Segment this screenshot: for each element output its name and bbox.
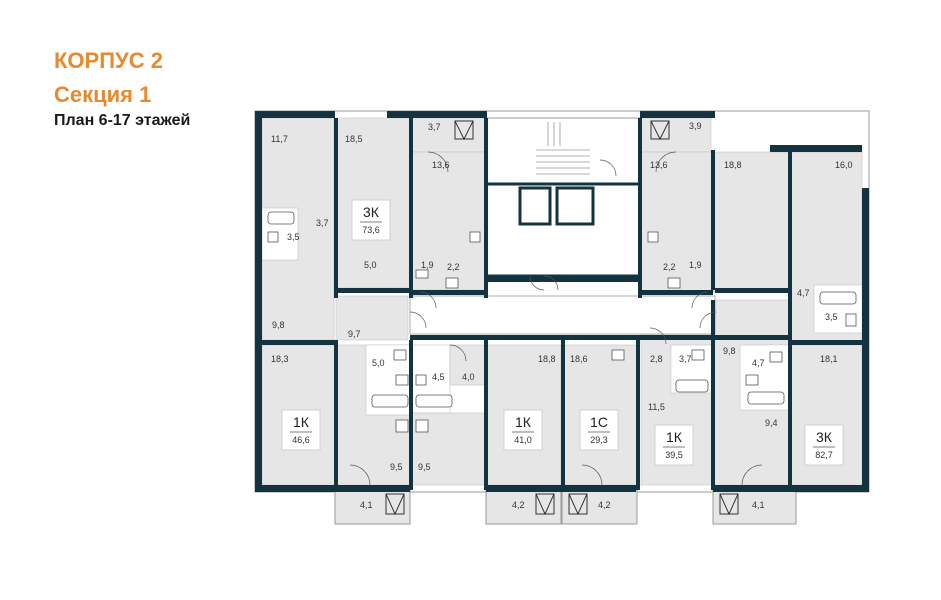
room-area-label: 9,7 [348,329,361,339]
room-area-label: 9,8 [272,320,285,330]
apartment-label[interactable]: 1К 39,5 [654,424,694,466]
vent-shafts [385,120,739,516]
room-area-label: 4,0 [462,372,475,382]
room-area-label: 2,2 [447,262,460,272]
room-area-label: 18,6 [570,354,588,364]
apartment-label-box [579,409,619,451]
room-area-label: 3,7 [316,218,329,228]
apartment-label-box [804,424,844,466]
room-area-label: 3,5 [287,232,300,242]
room-area-label: 1,9 [421,260,434,270]
room-area-label: 18,3 [271,354,289,364]
apartment-label[interactable]: 3К 73,6 [351,199,391,241]
room-area-label: 18,8 [538,354,556,364]
room-area-label: 9,8 [723,346,736,356]
room-area-label: 3,7 [428,122,441,132]
room-area-label: 3,9 [689,121,702,131]
room-area-label: 18,8 [724,160,742,170]
room-area-label: 2,8 [650,354,663,364]
room-area-label: 5,0 [372,358,385,368]
apartment-label[interactable]: 1С 29,3 [579,409,619,451]
building-title: КОРПУС 2 [54,48,163,73]
room-area-label: 1,9 [689,260,702,270]
room-area-label: 5,0 [364,260,377,270]
apartment-label-box [503,409,543,451]
room-area-label: 4,7 [797,288,810,298]
room-area-label: 9,5 [418,462,431,472]
room-area-label: 4,7 [752,358,765,368]
room-area-label: 13,6 [432,160,450,170]
building-core [409,117,716,335]
room-area-label: 4,1 [360,500,373,510]
room-area-label: 3,7 [679,354,692,364]
apartment-type: 1К [666,429,683,445]
room-area-label: 4,5 [432,372,445,382]
apartment-area: 41,0 [514,435,532,445]
room-area-label: 16,0 [835,160,853,170]
apartment-area: 73,6 [362,225,380,235]
apartment-label[interactable]: 1К 46,6 [281,409,321,451]
room-area-label: 11,5 [648,402,665,412]
apartment-label[interactable]: 3К 82,7 [804,424,844,466]
apartment-label-box [281,409,321,451]
apartment-label-box [654,424,694,466]
section-title: Секция 1 [54,82,152,107]
room-area-label: 4,1 [752,500,765,510]
apartment-type: 1К [515,414,532,430]
apartment-area: 82,7 [815,450,833,460]
room-area-label: 4,2 [512,500,525,510]
apartment-type: 3К [363,204,380,220]
room-area-label: 18,1 [820,354,838,364]
room-area-label: 9,5 [390,462,403,472]
room-area-label: 4,2 [598,500,611,510]
floor-plan-title: План 6-17 этажей [54,112,191,129]
apartment-type: 3К [816,429,833,445]
room-area-label: 9,4 [765,418,778,428]
walls [255,111,869,492]
room-area-label: 2,2 [663,262,676,272]
doors [349,151,763,486]
apartment-area: 46,6 [292,435,310,445]
room-area-label: 11,7 [271,134,288,144]
apartment-area: 29,3 [590,435,608,445]
room-area-label: 13,6 [650,160,668,170]
apartment-label-box [351,199,391,241]
room-area-label: 18,5 [345,134,363,144]
apartment-type: 1К [293,414,310,430]
apartment-area: 39,5 [665,450,683,460]
rooms [261,117,863,486]
room-area-label: 3,5 [825,312,838,322]
apartment-type: 1С [590,414,608,430]
apartment-label[interactable]: 1К 41,0 [503,409,543,451]
bathroom-fixtures [267,211,857,433]
